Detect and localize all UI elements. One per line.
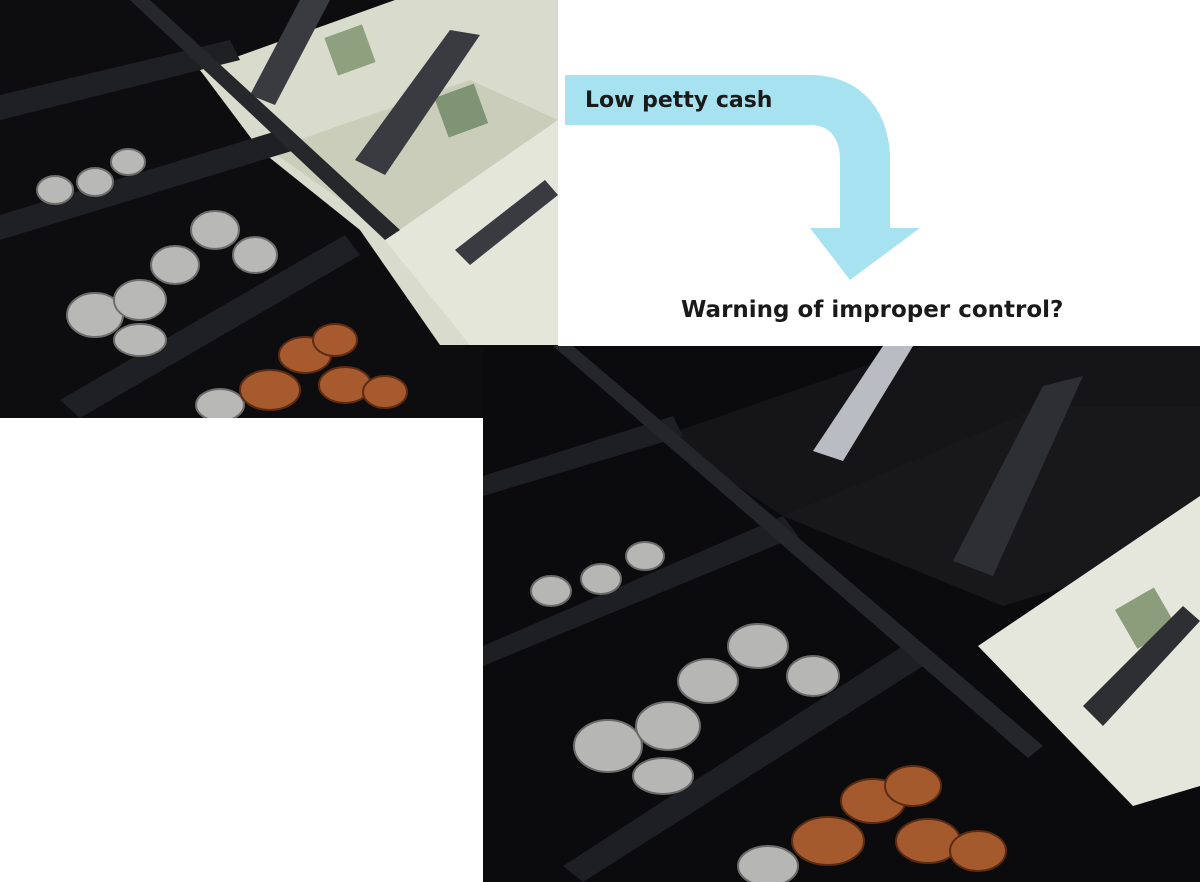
end-label: Warning of improper control? (681, 297, 1064, 323)
flow-arrow (565, 75, 920, 280)
cash-drawer-photo-empty (483, 346, 1200, 882)
cash-drawer-illustration (483, 346, 1200, 882)
curved-down-arrow-icon (565, 75, 920, 280)
start-label: Low petty cash (585, 88, 773, 113)
cash-drawer-illustration (0, 0, 558, 418)
cash-drawer-photo-full (0, 0, 558, 418)
